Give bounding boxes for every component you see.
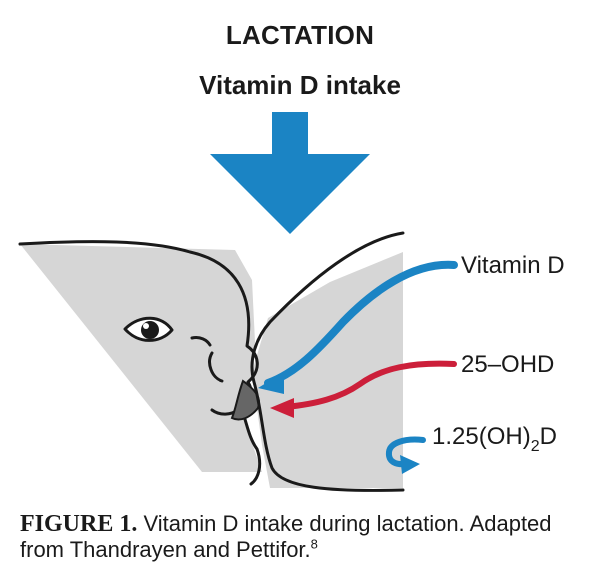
dihydroxy-prefix: 1.25(OH) [432, 423, 531, 450]
vitamin-d-arrow [264, 260, 458, 387]
ohd-arrowhead [270, 398, 294, 418]
intake-down-arrow [210, 112, 370, 234]
mother-shading [252, 252, 403, 488]
infant-cheek [190, 336, 212, 347]
infant-shading [20, 244, 262, 472]
ohd-arrow [283, 360, 457, 410]
dihydroxy-label: 1.25(OH)2D [432, 423, 557, 455]
infant-face-outline [18, 240, 262, 486]
infant-eye [123, 316, 174, 342]
dihydroxy-subscript: 2 [530, 438, 540, 455]
figure-caption-ref: 8 [310, 536, 318, 552]
figure-caption: FIGURE 1. Vitamin D intake during lactat… [20, 511, 590, 562]
page-subtitle: Vitamin D intake [199, 70, 401, 100]
figure-caption-label: FIGURE 1. [20, 511, 138, 537]
dihydroxy-arrow [385, 436, 426, 468]
page-title: LACTATION [225, 20, 375, 50]
vitamin-d-label: Vitamin D [461, 252, 565, 279]
figure-caption-text: Vitamin D intake during lactation. Adapt… [20, 511, 552, 562]
infant-nose [208, 351, 224, 383]
dihydroxy-suffix: D [539, 423, 557, 450]
ohd-25-label: 25–OHD [461, 351, 555, 378]
breast-outline [250, 231, 405, 492]
dihydroxy-arrowhead [400, 455, 420, 474]
vitamin-d-arrowhead [258, 372, 284, 394]
